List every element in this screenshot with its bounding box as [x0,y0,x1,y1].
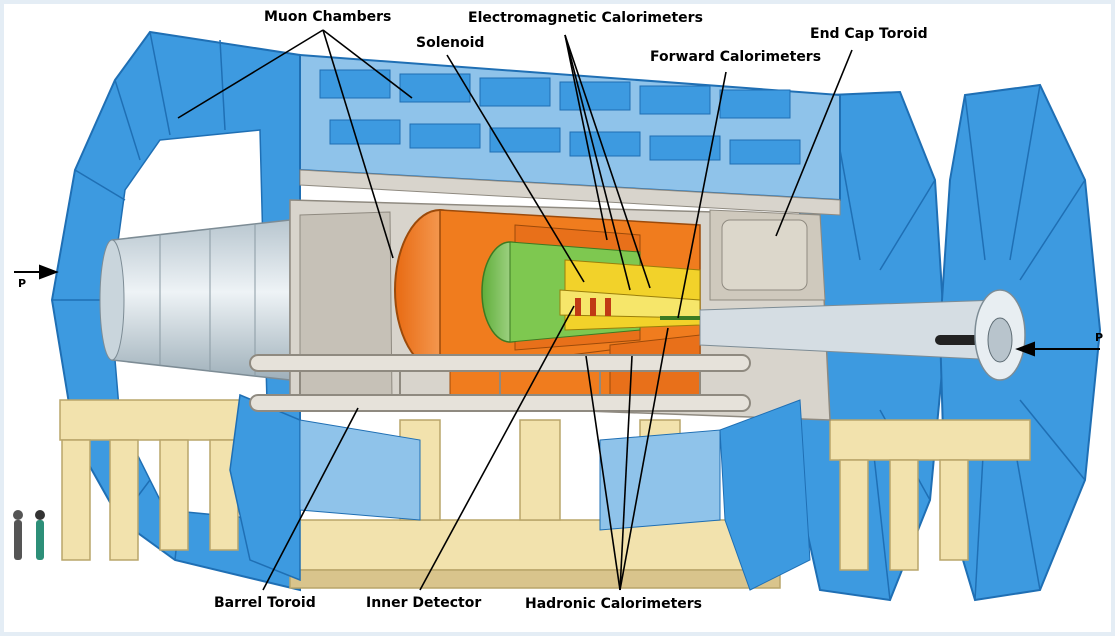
label-inner-detector: Inner Detector [366,595,482,611]
label-solenoid: Solenoid [416,35,485,51]
beam-label-left: P [18,277,27,290]
label-hadronic-calorimeters: Hadronic Calorimeters [525,596,702,612]
barrel-top-chambers [299,53,841,216]
label-forward-calorimeters: Forward Calorimeters [650,49,822,65]
calorimeter-cutaway [394,209,701,406]
label-barrel-toroid: Barrel Toroid [214,595,316,611]
barrel-toroid-front [229,393,811,591]
beam-arrows [14,264,1100,357]
left-endcap-cylinder [99,219,291,381]
support-structures [59,399,1031,589]
label-electromagnetic-calorimeters: Electromagnetic Calorimeters [468,10,703,26]
right-beam-pipe [660,289,1026,381]
leader-lines [177,29,853,591]
label-end-cap-toroid: End Cap Toroid [810,26,928,42]
people-scale-figures [13,510,45,560]
toroid-coils [249,354,751,412]
label-muon-chambers: Muon Chambers [264,9,392,25]
beam-label-right: P [1095,331,1104,344]
